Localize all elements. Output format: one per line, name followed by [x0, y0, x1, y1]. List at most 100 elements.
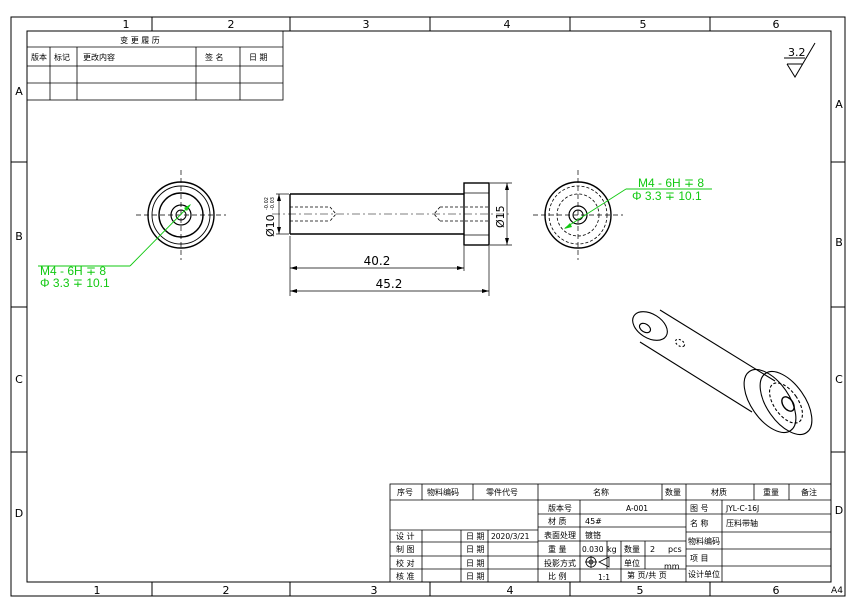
sheet-size: A4	[831, 586, 843, 596]
label-material: 材 质	[548, 516, 567, 526]
drawing-no-value: JYL-C-16J	[725, 504, 759, 513]
unit-value: mm	[664, 562, 680, 571]
label-version: 版本号	[548, 503, 572, 513]
dim-arrow-icon	[505, 238, 509, 245]
label-check: 校 对	[396, 558, 415, 568]
zone-row-a-left: A	[15, 85, 23, 98]
dim-length-402: 40.2	[364, 254, 391, 268]
weight-value: 0.030	[582, 545, 604, 554]
label-weight: 重 量	[548, 544, 567, 554]
bom-header-index: 序号	[397, 487, 413, 497]
label-surface: 表面处理	[544, 530, 576, 540]
front-view	[272, 182, 510, 246]
dim-arrow-icon	[277, 194, 281, 201]
label-design-unit: 设计单位	[688, 569, 720, 579]
outer-border	[10, 16, 846, 597]
zone-row-d-right: D	[835, 504, 843, 517]
revision-header-mark: 标记	[54, 52, 70, 62]
dim-arrow-icon	[290, 289, 297, 293]
left-thread-leader	[38, 204, 191, 267]
label-design: 设 计	[396, 531, 415, 541]
isometric-view	[632, 309, 813, 435]
label-scale: 比 例	[548, 571, 567, 581]
dim-tol-upper: -0.02	[264, 197, 270, 210]
surface-value: 镀铬	[585, 530, 601, 540]
right-thread-leader	[564, 188, 712, 229]
zone-col-5-top: 5	[640, 18, 647, 31]
zone-col-2-bottom: 2	[223, 584, 230, 597]
revision-header-date: 日 期	[249, 53, 268, 62]
revision-header-content: 更改内容	[83, 52, 115, 62]
right-thread-spec: M4 - 6H ∓ 8	[638, 176, 704, 190]
design-date: 2020/3/21	[491, 532, 530, 541]
label-drawing-no: 图 号	[690, 504, 709, 513]
label-date-4: 日 期	[466, 572, 485, 581]
bom-header-name: 名称	[593, 487, 609, 497]
label-draw: 制 图	[396, 544, 415, 554]
dim-tol-lower: -0.03	[270, 197, 276, 210]
dim-diameter-15: Ø15	[494, 205, 507, 228]
front-dimensions	[276, 182, 512, 296]
label-material-code: 物料编码	[688, 536, 720, 546]
dim-arrow-icon	[277, 227, 281, 234]
qty-unit: pcs	[668, 545, 682, 554]
label-unit: 单位	[624, 558, 640, 568]
revision-table	[26, 30, 284, 101]
zone-row-c-left: C	[15, 373, 23, 386]
zone-col-6-bottom: 6	[773, 584, 780, 597]
label-date-3: 日 期	[466, 559, 485, 568]
zone-row-a-right: A	[835, 98, 843, 111]
label-part-name: 名 称	[690, 518, 709, 528]
zone-col-4-bottom: 4	[507, 584, 514, 597]
dim-arrow-icon	[482, 289, 489, 293]
revision-title: 变 更 履 历	[120, 35, 160, 45]
scale-value: 1:1	[598, 573, 610, 582]
qty-value: 2	[650, 545, 655, 554]
weight-unit: kg	[607, 545, 617, 554]
label-date-2: 日 期	[466, 545, 485, 554]
left-end-view	[136, 170, 226, 260]
zone-col-5-bottom: 5	[637, 584, 644, 597]
zone-row-b-right: B	[835, 236, 843, 249]
inner-border	[26, 30, 832, 583]
zone-row-d-left: D	[15, 507, 23, 520]
dim-arrow-icon	[505, 183, 509, 190]
roughness-symbol	[784, 42, 816, 78]
dim-diameter-10: Ø10	[264, 214, 277, 237]
bom-header-weight: 重量	[763, 487, 779, 497]
label-projection: 投影方式	[544, 558, 576, 568]
bom-header-code: 物料编码	[427, 487, 459, 497]
zone-col-3-top: 3	[363, 18, 370, 31]
dim-arrow-icon	[457, 266, 464, 270]
zone-col-2-top: 2	[228, 18, 235, 31]
projection-symbol-icon	[585, 556, 610, 568]
right-end-view	[533, 170, 623, 260]
label-project: 项 目	[690, 554, 709, 563]
zone-col-4-top: 4	[504, 18, 511, 31]
right-arrow-icon	[564, 223, 572, 229]
roughness-value: 3.2	[788, 46, 806, 59]
material-value: 45#	[585, 517, 602, 526]
zone-row-c-right: C	[835, 373, 843, 386]
bom-header-part: 零件代号	[486, 487, 518, 497]
dim-length-452: 45.2	[376, 277, 403, 291]
left-arrow-icon	[184, 204, 191, 211]
bom-header-qty: 数量	[665, 487, 681, 497]
title-block-grid	[389, 483, 832, 583]
bom-header-material: 材质	[711, 487, 727, 497]
label-qty: 数量	[624, 544, 640, 554]
part-name-value: 压料带轴	[726, 518, 758, 528]
label-approve: 核 准	[396, 571, 415, 581]
zone-col-3-bottom: 3	[371, 584, 378, 597]
zone-col-6-top: 6	[773, 18, 780, 31]
left-thread-spec: M4 - 6H ∓ 8	[40, 264, 106, 278]
zone-col-1-top: 1	[123, 18, 130, 31]
revision-header-version: 版本	[31, 52, 47, 62]
bom-header-note: 备注	[801, 487, 817, 497]
label-page: 第 页/共 页	[627, 570, 667, 580]
version-value: A-001	[626, 504, 648, 513]
right-drill-spec: Φ 3.3 ∓ 10.1	[632, 189, 702, 203]
zone-dividers	[11, 17, 845, 596]
zone-row-b-left: B	[15, 230, 23, 243]
